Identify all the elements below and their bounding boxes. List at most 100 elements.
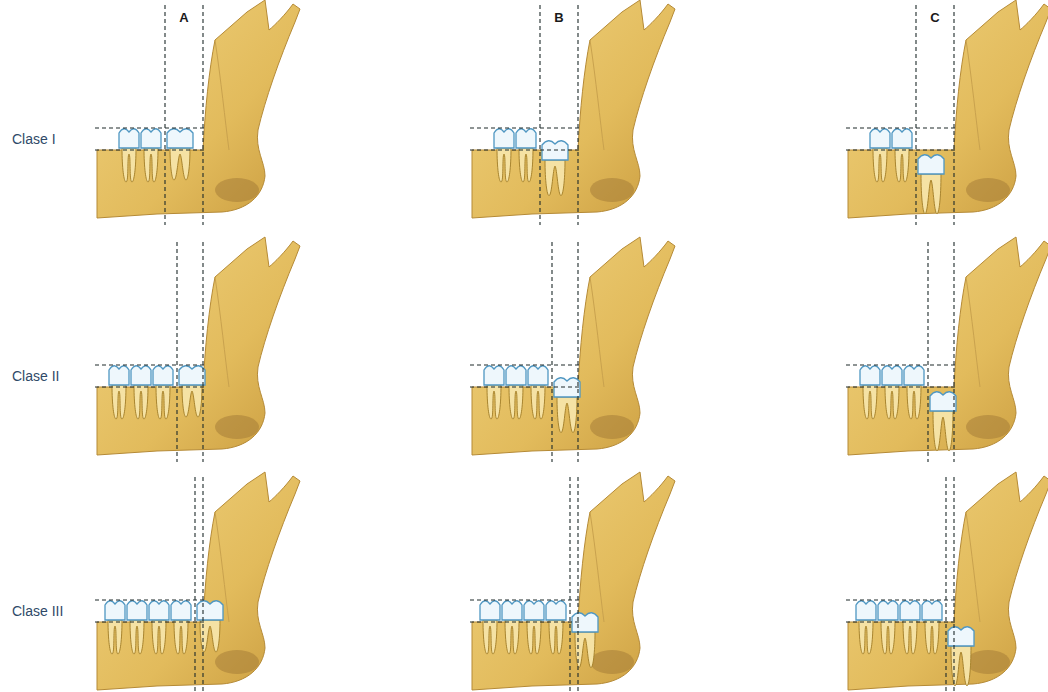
mandible-bone xyxy=(848,237,1048,455)
tooth-crown xyxy=(546,601,566,620)
molar-tooth xyxy=(878,601,898,654)
ramus-ridge xyxy=(966,277,980,387)
tooth-root xyxy=(509,385,523,419)
ramus-reference-line xyxy=(194,477,195,692)
ramus-reference-line xyxy=(539,5,540,225)
tooth-root xyxy=(531,385,545,419)
third-molar xyxy=(542,141,568,196)
bone-texture xyxy=(590,415,634,439)
molar-tooth xyxy=(131,366,151,419)
tooth-root xyxy=(549,620,563,654)
occlusal-reference-line xyxy=(95,127,207,128)
tooth-crown xyxy=(856,601,876,620)
occlusal-reference-line xyxy=(95,386,207,387)
tooth-crown xyxy=(119,129,139,148)
tooth-root xyxy=(156,385,170,419)
tooth-crown xyxy=(882,366,902,385)
tooth-crown xyxy=(484,366,504,385)
tooth-root xyxy=(873,148,887,182)
tooth-root xyxy=(182,385,202,417)
bone-texture xyxy=(215,178,259,202)
bone-texture xyxy=(590,178,634,202)
mandible-panel xyxy=(470,0,675,225)
molar-tooth xyxy=(127,601,147,654)
molar-tooth xyxy=(524,601,544,654)
molar-tooth xyxy=(153,366,173,419)
tooth-root xyxy=(925,620,939,654)
bone-texture xyxy=(215,650,259,674)
bone-texture xyxy=(966,650,1010,674)
third-molar xyxy=(930,392,956,451)
tooth-crown xyxy=(149,601,169,620)
tooth-crown xyxy=(197,601,223,620)
ramus-reference-line xyxy=(915,5,916,225)
bone-texture xyxy=(590,650,634,674)
ramus-reference-line xyxy=(945,477,946,692)
mandible-bone xyxy=(472,0,675,218)
molar-tooth xyxy=(480,601,500,654)
molar-tooth xyxy=(860,366,880,419)
class-label: Clase II xyxy=(12,368,59,384)
tooth-crown xyxy=(105,601,125,620)
mandible-bone xyxy=(848,472,1048,690)
tooth-root xyxy=(112,385,126,419)
ramus-reference-line xyxy=(202,5,203,225)
ramus-reference-line xyxy=(551,242,552,462)
ramus-reference-line xyxy=(202,477,203,692)
ramus-reference-line xyxy=(927,242,928,462)
tooth-root xyxy=(545,160,565,196)
tooth-crown xyxy=(141,129,161,148)
tooth-crown xyxy=(892,129,912,148)
tooth-crown xyxy=(127,601,147,620)
column-letter: A xyxy=(179,10,188,25)
molar-tooth xyxy=(105,601,125,654)
molar-tooth xyxy=(119,129,139,182)
tooth-crown xyxy=(918,155,944,174)
occlusal-reference-line xyxy=(470,599,582,600)
tooth-root xyxy=(519,148,533,182)
ramus-ridge xyxy=(966,512,980,622)
third-molar xyxy=(572,613,598,668)
molar-tooth xyxy=(149,601,169,654)
mandible-panel xyxy=(95,237,300,462)
occlusal-reference-line xyxy=(95,621,207,622)
mandible-bone xyxy=(472,472,675,690)
mandible-panel xyxy=(846,237,1048,462)
mandible-bone xyxy=(97,472,300,690)
occlusal-reference-line xyxy=(846,621,958,622)
ramus-reference-line xyxy=(569,477,570,692)
molar-tooth xyxy=(904,366,924,419)
tooth-crown xyxy=(528,366,548,385)
tooth-root xyxy=(895,148,909,182)
occlusal-reference-line xyxy=(470,386,582,387)
mandible-bone xyxy=(97,237,300,455)
tooth-crown xyxy=(948,627,974,646)
molar-tooth xyxy=(141,129,161,182)
tooth-root xyxy=(174,620,188,654)
bone-texture xyxy=(966,415,1010,439)
mandible-panel xyxy=(846,472,1048,692)
occlusal-reference-line xyxy=(95,599,207,600)
tooth-crown xyxy=(904,366,924,385)
tooth-crown xyxy=(900,601,920,620)
occlusal-reference-line xyxy=(95,364,207,365)
molar-tooth xyxy=(546,601,566,654)
tooth-root xyxy=(557,397,577,433)
ramus-ridge xyxy=(590,277,604,387)
tooth-root xyxy=(907,385,921,419)
molar-tooth xyxy=(494,129,514,182)
occlusal-reference-line xyxy=(470,364,582,365)
ramus-reference-line xyxy=(953,477,954,692)
molar-tooth xyxy=(516,129,536,182)
tooth-root xyxy=(933,411,953,451)
ramus-reference-line xyxy=(953,242,954,462)
molar-tooth xyxy=(870,129,890,182)
tooth-root xyxy=(134,385,148,419)
mandible-bone xyxy=(472,237,675,455)
occlusal-reference-line xyxy=(846,599,958,600)
tooth-root xyxy=(863,385,877,419)
tooth-crown xyxy=(171,601,191,620)
tooth-crown xyxy=(109,366,129,385)
